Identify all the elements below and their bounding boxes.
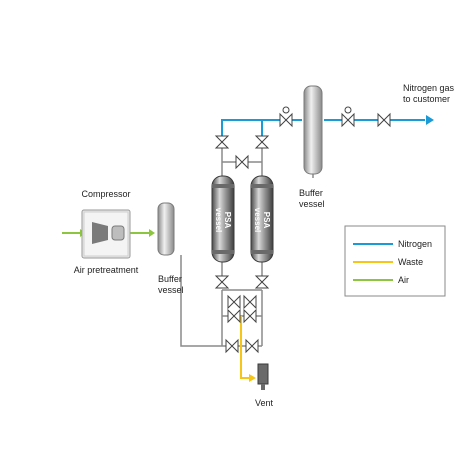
valve-icon (341, 112, 355, 128)
vent-icon (257, 363, 269, 390)
waste-arrow (249, 374, 256, 382)
nitrogen-arrow-out (426, 115, 434, 125)
valve-icon (245, 338, 259, 354)
valve-icon (227, 294, 241, 310)
psa-vessel-2 (250, 175, 274, 263)
legend: Nitrogen Waste Air (344, 225, 446, 297)
buffer-vessel-right (303, 85, 323, 175)
valve-icon (225, 338, 239, 354)
legend-label-nitrogen: Nitrogen (398, 239, 432, 249)
psa-vessel-1-label-1: PSA (223, 212, 232, 229)
legend-label-waste: Waste (398, 257, 423, 267)
buffer-vessel-left-label-2: vessel (158, 285, 184, 295)
vent-label: Vent (255, 398, 274, 408)
air-pretreatment-unit (81, 209, 131, 259)
psa-vessel-1 (211, 175, 235, 263)
valve-actuator-icon (282, 106, 290, 114)
air-arrow-buffer (149, 229, 155, 237)
valves (214, 112, 391, 354)
valve-icon (377, 112, 391, 128)
psa-vessel-1-label-2: vessel (214, 208, 223, 232)
valve-icon (214, 135, 230, 149)
output-label-1: Nitrogen gas (403, 83, 455, 93)
psa-vessel-2-label-1: PSA (262, 212, 271, 229)
valve-icon (254, 135, 270, 149)
buffer-vessel-right-label-1: Buffer (299, 188, 323, 198)
valve-icon (214, 275, 230, 289)
valve-icon (243, 294, 257, 310)
buffer-vessel-left (157, 202, 175, 256)
valve-icon (254, 275, 270, 289)
valve-icon (227, 308, 241, 324)
valve-actuator-icon (344, 106, 352, 114)
air-pretreatment-label: Air pretreatment (74, 265, 139, 275)
valve-icon (279, 112, 293, 128)
valve-icon (243, 308, 257, 324)
legend-label-air: Air (398, 275, 409, 285)
compressor-label: Compressor (81, 189, 130, 199)
psa-vessel-2-label-2: vessel (253, 208, 262, 232)
compressor-icon (92, 222, 108, 244)
waste-line (240, 316, 250, 379)
nitrogen-line (221, 119, 425, 147)
buffer-vessel-right-label-2: vessel (299, 199, 325, 209)
valve-icon (235, 154, 249, 170)
buffer-vessel-left-label-1: Buffer (158, 274, 182, 284)
output-label-2: to customer (403, 94, 450, 104)
